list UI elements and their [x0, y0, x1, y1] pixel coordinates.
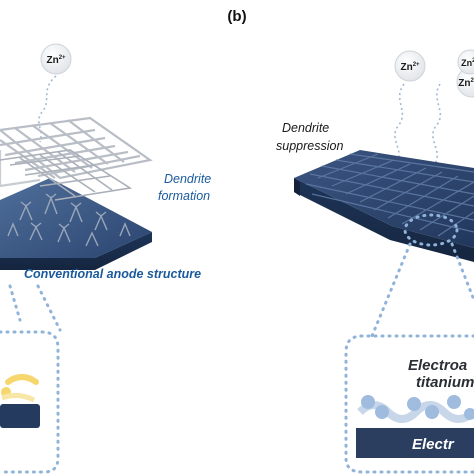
mesh-grid-left — [0, 116, 153, 188]
electrode-bar — [356, 428, 474, 458]
dendrite-suppression-label-2: suppression — [276, 139, 343, 153]
dendrite-formation-label: Dendrite — [164, 172, 211, 186]
inset-right-text-2: titanium — [416, 374, 474, 391]
conventional-anode-caption: Conventional anode structure — [24, 267, 201, 281]
coating-grid-right — [305, 153, 474, 237]
svg-text:Zn2: Zn2 — [458, 78, 474, 89]
ion-path-right-2 — [432, 83, 442, 167]
dendrite-spikes — [7, 193, 131, 247]
inset-bar-text: Electr — [412, 436, 455, 453]
focus-ring-right — [403, 213, 459, 247]
zn-ion-right-1: Zn2+ — [394, 50, 426, 82]
anode-slab-right — [294, 150, 474, 262]
zn-ion-left: Zn2+ — [40, 43, 72, 75]
coating-layer-illustration — [357, 395, 474, 423]
inset-frame-left — [0, 330, 60, 474]
inset-frame-right — [344, 334, 474, 474]
ion-path-right-1 — [394, 83, 405, 167]
inset-left-content — [0, 374, 40, 428]
callout-dotted-left — [8, 284, 62, 332]
zn-ion-right-3: Zn2+ — [457, 49, 474, 75]
inset-right-text-1: Electroa — [408, 357, 467, 374]
mesh-grid-left-lower — [0, 149, 133, 201]
anode-slab-left — [0, 178, 152, 270]
panel-label: (b) — [227, 8, 246, 25]
svg-text:Zn2+: Zn2+ — [400, 62, 420, 73]
dendrite-formation-label-2: formation — [158, 189, 210, 203]
dendrite-suppression-label: Dendrite — [282, 121, 329, 135]
svg-text:Zn2+: Zn2+ — [461, 58, 474, 68]
svg-text:Zn2+: Zn2+ — [46, 55, 66, 66]
callout-dotted-right — [370, 242, 474, 338]
zn-ion-right-2: Zn2 — [456, 66, 474, 98]
